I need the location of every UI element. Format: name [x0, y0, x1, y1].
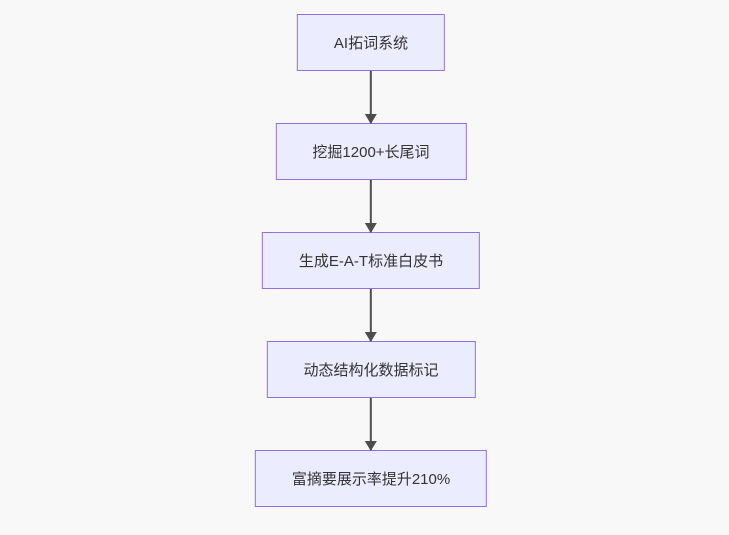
flow-arrow-a-b	[365, 71, 377, 124]
flow-node-label: 动态结构化数据标记	[303, 362, 439, 379]
flow-arrow-c-d	[365, 289, 377, 342]
flow-node-structured-data-markup: 动态结构化数据标记	[266, 341, 476, 398]
flow-node-label: 生成E-A-T标准白皮书	[298, 253, 444, 270]
flow-node-ai-keyword-system: AI拓词系统	[296, 14, 446, 71]
arrowhead-down-icon	[365, 114, 377, 124]
flow-node-longtail-mining: 挖掘1200+长尾词	[275, 123, 467, 180]
flow-node-label: 挖掘1200+长尾词	[312, 144, 430, 161]
flow-node-eat-whitepaper: 生成E-A-T标准白皮书	[261, 232, 481, 289]
arrowhead-down-icon	[365, 332, 377, 342]
flow-arrow-b-c	[365, 180, 377, 233]
flow-node-rich-snippet-uplift: 富摘要展示率提升210%	[254, 450, 488, 507]
flow-node-label: AI拓词系统	[333, 35, 409, 52]
arrowhead-down-icon	[365, 223, 377, 233]
flow-node-label: 富摘要展示率提升210%	[291, 471, 451, 488]
flowchart: AI拓词系统 挖掘1200+长尾词 生成E-A-T标准白皮书 动态结构化数据标记…	[254, 14, 488, 507]
flow-arrow-d-e	[365, 398, 377, 451]
arrowhead-down-icon	[365, 441, 377, 451]
